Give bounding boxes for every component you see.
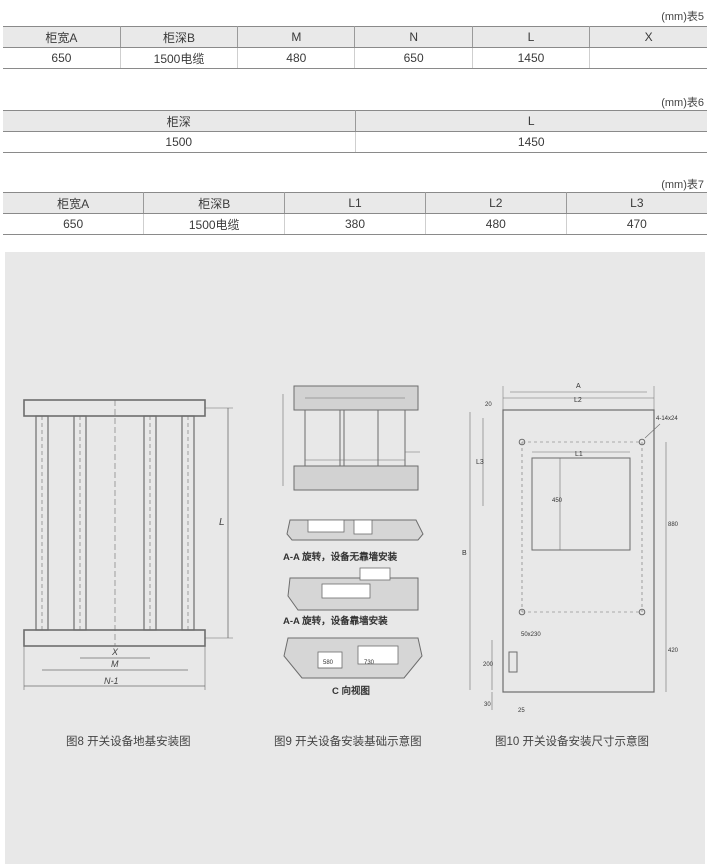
table6-header: 柜深 xyxy=(3,110,356,132)
table5-cell: 650 xyxy=(354,47,473,69)
table5-header: N xyxy=(354,26,473,48)
fig8-label-x: X xyxy=(111,647,119,657)
fig10-dim-200: 200 xyxy=(483,662,494,668)
fig10-dim-20: 20 xyxy=(485,402,492,408)
table7-cell: 470 xyxy=(566,213,707,235)
fig8-label-l: L xyxy=(219,517,225,528)
table7-header: L2 xyxy=(425,192,567,214)
table-header-row: 柜深 L xyxy=(3,110,707,132)
table7-header: L3 xyxy=(566,192,707,214)
fig9-dim-730: 730 xyxy=(364,660,375,666)
fig10-dim-25: 25 xyxy=(518,708,525,714)
table5-cell xyxy=(589,47,707,69)
table5-header: 柜宽A xyxy=(3,26,121,48)
fig8-caption: 图8 开关设备地基安装图 xyxy=(66,734,191,748)
table5-header: 柜深B xyxy=(120,26,239,48)
table7-cell: 650 xyxy=(3,213,145,235)
fig9-drawing xyxy=(282,385,424,679)
table5-header: X xyxy=(589,26,707,48)
table7-cell: 1500电缆 xyxy=(143,213,286,235)
table5-cell: 1450 xyxy=(472,47,591,69)
fig10-drawing xyxy=(469,386,667,710)
fig10-dim-30: 30 xyxy=(484,702,491,708)
table-header-row: 柜宽A 柜深B L1 L2 L3 xyxy=(3,192,707,214)
table7-header: 柜宽A xyxy=(3,192,145,214)
fig10-label-slot: 50x230 xyxy=(521,632,541,638)
table5-cell: 480 xyxy=(237,47,356,69)
table5: 柜宽A 柜深B M N L X 650 1500电缆 480 650 1450 xyxy=(3,26,707,69)
fig10-dim-420: 420 xyxy=(668,648,679,654)
table5-cell: 1500电缆 xyxy=(120,47,239,69)
fig10-label-holes: 4-14x24 xyxy=(656,416,678,422)
fig10-label-a: A xyxy=(576,383,581,390)
fig10-caption: 图10 开关设备安装尺寸示意图 xyxy=(495,734,649,748)
table5-header: L xyxy=(472,26,591,48)
fig10-label-l1: L1 xyxy=(575,451,583,458)
table5-caption: (mm)表5 xyxy=(661,11,704,23)
table7-header: L1 xyxy=(284,192,426,214)
table6-cell: 1500 xyxy=(3,131,356,153)
table6-header: L xyxy=(355,110,707,132)
table-row: 650 1500电缆 380 480 470 xyxy=(3,213,707,235)
fig10-label-l3: L3 xyxy=(476,459,484,466)
drawing-panel xyxy=(5,252,705,864)
table7: 柜宽A 柜深B L1 L2 L3 650 1500电缆 380 480 470 xyxy=(3,192,707,235)
table-row: 650 1500电缆 480 650 1450 xyxy=(3,47,707,69)
table6: 柜深 L 1500 1450 xyxy=(3,110,707,153)
fig10-dim-880: 880 xyxy=(668,522,679,528)
fig9-section2-label: A-A 旋转，设备靠墙安装 xyxy=(283,615,388,627)
table6-caption: (mm)表6 xyxy=(661,97,704,109)
fig8-drawing xyxy=(23,399,233,690)
table7-cell: 380 xyxy=(284,213,426,235)
fig9-caption: 图9 开关设备安装基础示意图 xyxy=(274,734,422,748)
table-header-row: 柜宽A 柜深B M N L X xyxy=(3,26,707,48)
table-row: 1500 1450 xyxy=(3,131,707,153)
fig9-dim-580: 580 xyxy=(323,660,334,666)
fig10-label-l2: L2 xyxy=(574,397,582,404)
table5-cell: 650 xyxy=(3,47,121,69)
fig9-view-c-label: C 向视图 xyxy=(332,685,370,697)
fig9-section1-label: A-A 旋转，设备无靠墙安装 xyxy=(283,551,398,563)
fig10-dim-450: 450 xyxy=(552,498,563,504)
fig10-label-b: B xyxy=(462,550,467,557)
table7-caption: (mm)表7 xyxy=(661,179,704,191)
fig8-label-n1: N-1 xyxy=(104,676,119,686)
table7-header: 柜深B xyxy=(143,192,286,214)
fig8-label-m: M xyxy=(111,659,119,669)
table6-cell: 1450 xyxy=(355,131,707,153)
table7-cell: 480 xyxy=(425,213,567,235)
table5-header: M xyxy=(237,26,356,48)
